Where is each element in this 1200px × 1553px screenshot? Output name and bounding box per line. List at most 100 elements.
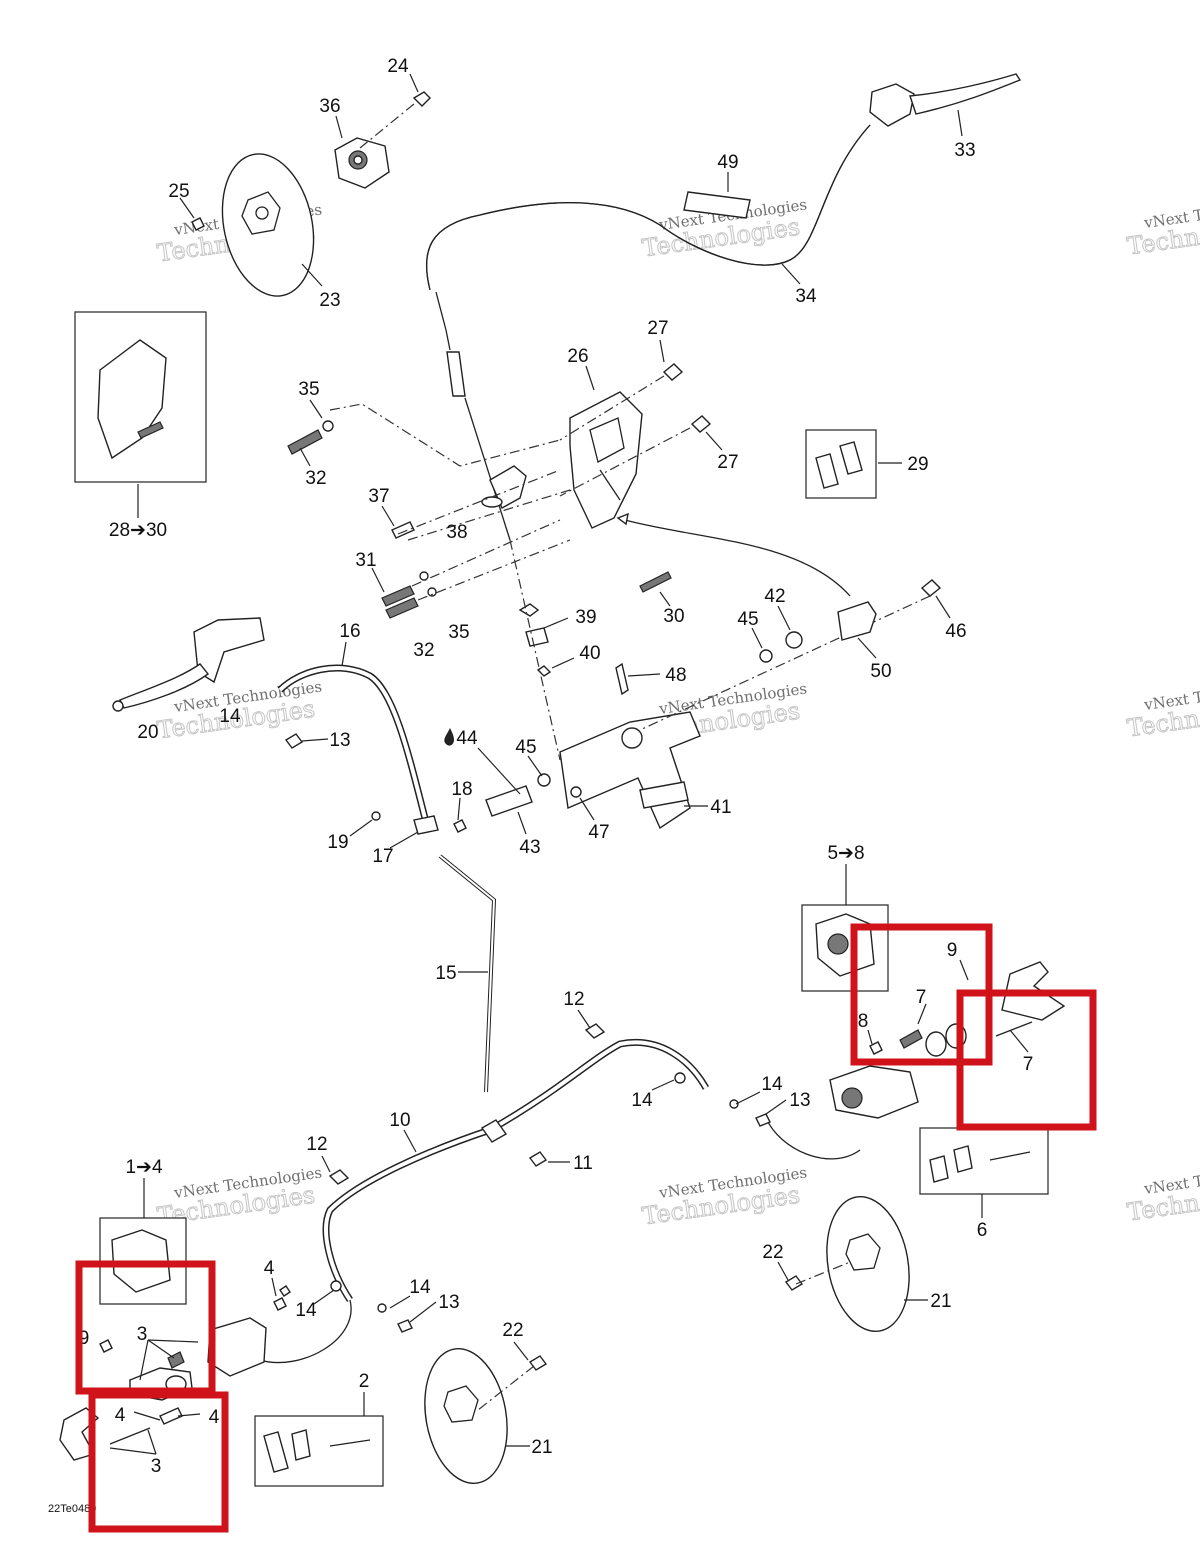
callout-45a: 45 (737, 609, 758, 630)
callout-35a: 35 (298, 379, 319, 400)
callout-13b: 13 (789, 1090, 810, 1111)
highlight-box-left-upper (75, 1260, 216, 1395)
callout-11: 11 (573, 1153, 593, 1174)
callout-37: 37 (368, 486, 389, 507)
highlight-boxes (75, 923, 1097, 1533)
callout-13a: 13 (329, 730, 350, 751)
fittings-13-14 (330, 1072, 771, 1333)
callout-18: 18 (451, 779, 472, 800)
callout-48: 48 (665, 665, 686, 686)
pads-29 (815, 441, 863, 489)
pads-29-inset (805, 429, 877, 499)
callout-41: 41 (710, 797, 731, 818)
callout-4b: 4 (115, 1405, 126, 1426)
callout-14c: 14 (761, 1074, 783, 1095)
callout-31: 31 (355, 550, 376, 571)
callout-46: 46 (945, 621, 966, 642)
callout-49: 49 (717, 152, 738, 173)
callout-4c: 4 (209, 1407, 220, 1428)
brake-disc-23 (221, 153, 315, 297)
hose-16 (277, 664, 432, 831)
callout-8: 8 (858, 1011, 869, 1032)
callout-26: 26 (567, 346, 588, 367)
bolt-37 (391, 521, 415, 539)
callout-27a: 27 (647, 318, 668, 339)
hub-36 (334, 137, 390, 189)
callout-47: 47 (588, 822, 609, 843)
leader-lines (109, 73, 1029, 1455)
oil-drop-44 (444, 728, 454, 746)
bolt-27a (662, 363, 684, 381)
callout-21b: 21 (531, 1437, 552, 1458)
callout-4a: 4 (264, 1258, 275, 1279)
lever-33 (869, 73, 1022, 127)
callout-44: 44 (456, 728, 478, 749)
callout-28-30: 28➔30 (109, 520, 167, 541)
screw-31-32b (381, 519, 571, 619)
brake-cable-34 (425, 124, 871, 541)
bolt-11 (528, 1151, 548, 1167)
callout-6: 6 (977, 1220, 988, 1241)
callout-22b: 22 (502, 1320, 523, 1341)
banjo-13a (284, 733, 304, 749)
bracket-38 (481, 465, 527, 509)
caliper-28-30 (97, 339, 167, 460)
callout-9b: 9 (79, 1328, 90, 1349)
bolt-46 (920, 579, 942, 597)
caliper-26 (569, 391, 643, 529)
callout-21a: 21 (930, 1291, 951, 1312)
callout-23: 23 (319, 290, 340, 311)
pad-kit-2 (263, 1429, 371, 1473)
clip-49 (683, 191, 751, 219)
callout-34: 34 (795, 286, 817, 307)
pad-kit-6 (929, 1145, 1031, 1183)
pedal-41 (559, 711, 701, 830)
callout-42: 42 (764, 586, 785, 607)
callout-27b: 27 (717, 452, 738, 473)
callout-35b: 35 (448, 622, 469, 643)
callout-9a: 9 (947, 940, 958, 961)
callout-13c: 13 (438, 1292, 459, 1313)
spring-30 (639, 571, 672, 593)
callout-14d: 14 (295, 1300, 317, 1321)
callout-38: 38 (446, 522, 467, 543)
disc-21a (826, 1195, 910, 1333)
master-cylinder-20 (112, 617, 265, 712)
clamp-17 (371, 811, 467, 835)
callout-19: 19 (327, 832, 348, 853)
callout-14b: 14 (631, 1090, 653, 1111)
callout-15: 15 (435, 963, 456, 984)
callout-14e: 14 (409, 1277, 431, 1298)
bolt-22a (784, 1275, 804, 1291)
disc-21b (424, 1347, 508, 1485)
callout-24: 24 (387, 56, 409, 77)
bolt-24 (359, 91, 431, 149)
pivot-bolt-43 (485, 773, 582, 817)
callout-25: 25 (168, 181, 189, 202)
callout-22a: 22 (762, 1242, 783, 1263)
bushing-39 (518, 603, 552, 677)
callout-29: 29 (907, 454, 928, 475)
callout-12a: 12 (563, 989, 584, 1010)
highlight-box-left-lower (88, 1391, 229, 1533)
callout-30: 30 (663, 606, 684, 627)
callout-39: 39 (575, 607, 596, 628)
spring-48 (615, 662, 629, 696)
callout-3a: 3 (137, 1324, 148, 1345)
bolt-27b (690, 415, 712, 433)
switch-50 (837, 601, 877, 641)
washer-42-45 (639, 595, 931, 731)
screw-25 (191, 217, 205, 231)
callout-33: 33 (954, 140, 975, 161)
callout-12b: 12 (306, 1134, 327, 1155)
hose-10 (259, 1039, 861, 1364)
callout-1-4: 1➔4 (125, 1157, 162, 1178)
callout-20: 20 (137, 722, 158, 743)
screw-32a (287, 403, 561, 467)
callout-32b: 32 (413, 640, 434, 661)
callout-45b: 45 (515, 737, 536, 758)
callout-50: 50 (870, 661, 891, 682)
callout-5-8: 5➔8 (827, 843, 864, 864)
callout-16: 16 (339, 621, 360, 642)
